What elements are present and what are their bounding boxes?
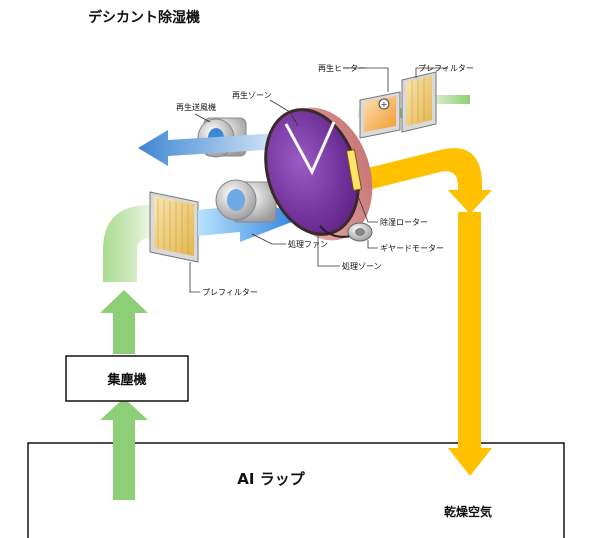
label-regen-heater: 再生ヒーター <box>318 63 366 73</box>
process-fan <box>215 179 277 223</box>
lab-room-label: AI ラップ <box>237 470 305 488</box>
dry-air-curve <box>352 148 492 214</box>
label-process-fan: 処理ファン <box>288 239 328 249</box>
label-prefilter-top: プレフィルター <box>418 64 474 73</box>
dust-collector-label: 集塵機 <box>106 372 146 388</box>
heater-plus-icon: + <box>381 100 388 109</box>
leader-lines <box>189 67 448 293</box>
regen-intake-right <box>428 95 470 104</box>
label-desiccant-rotor: 除湿ローター <box>380 217 428 227</box>
diagram-title: デシカント除湿機 <box>88 9 200 26</box>
rotor-yellow-band <box>346 149 362 191</box>
prefilter-left <box>149 191 199 263</box>
desiccant-rotor <box>264 107 373 241</box>
label-process-zone: 処理ゾーン <box>342 261 382 271</box>
regen-heater: + <box>359 91 401 139</box>
green-arrow-upper <box>100 290 148 354</box>
label-dry-air: 乾燥空気 <box>444 504 492 519</box>
dry-air-down-arrow <box>448 212 492 476</box>
geared-motor <box>319 222 373 242</box>
regen-zone-divider <box>284 121 336 176</box>
exhaust-arrow <box>138 130 296 166</box>
green-arrow-lower <box>100 398 148 500</box>
label-regen-blower: 再生送風機 <box>176 102 216 112</box>
label-prefilter-left: プレフィルター <box>202 288 258 297</box>
label-geared-motor: ギヤードモーター <box>380 244 444 253</box>
intake-pipe <box>103 205 152 282</box>
dust-collector-box <box>65 355 189 402</box>
prefilter-top <box>401 71 437 133</box>
dust-collector: 集塵機 <box>65 355 189 402</box>
label-regen-zone: 再生ゾーン <box>232 90 272 100</box>
